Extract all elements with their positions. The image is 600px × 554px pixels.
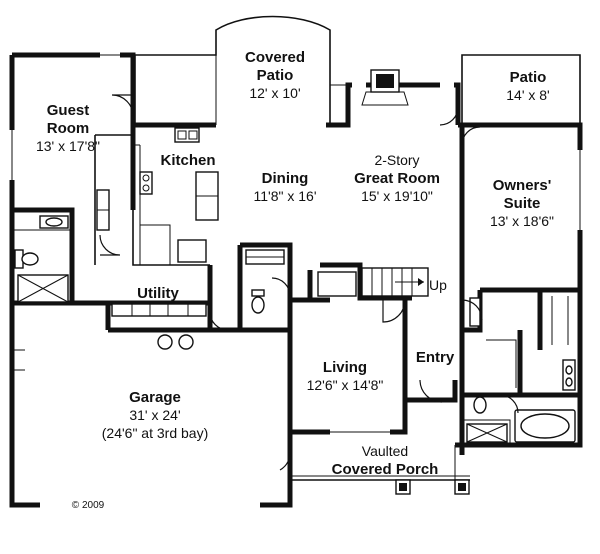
patio-size: 14' x 8' <box>506 87 549 103</box>
owners-bath-fixtures <box>466 296 576 443</box>
interior-walls <box>12 125 580 445</box>
powder-room-fixtures <box>245 249 285 314</box>
covered-porch-name-1: Vaulted <box>362 443 408 459</box>
copyright-text: © 2009 <box>72 500 105 511</box>
patio-outline <box>461 54 581 125</box>
garage-fixtures <box>12 334 194 371</box>
guest-room-name-2: Room <box>47 120 90 137</box>
kitchen-fixtures <box>133 127 219 265</box>
covered-porch-outline <box>290 445 470 495</box>
great-room-size: 15' x 19'10" <box>361 188 433 204</box>
living-size: 12'6" x 14'8" <box>307 377 384 393</box>
utility-fixtures <box>96 189 207 317</box>
garage-name: Garage <box>129 389 181 406</box>
fireplace-icon <box>361 69 409 106</box>
great-room-name-1: 2-Story <box>374 152 419 168</box>
stair-label: Up <box>429 277 447 293</box>
covered-patio-name-1: Covered <box>245 49 305 66</box>
door-swings <box>99 94 519 471</box>
dining-name: Dining <box>262 170 309 187</box>
owners-suite-size: 13' x 18'6" <box>490 213 554 229</box>
owners-suite-name-1: Owners' <box>493 177 552 194</box>
patio-name: Patio <box>510 69 547 86</box>
living-name: Living <box>323 359 367 376</box>
covered-porch-name-2: Covered Porch <box>332 461 439 478</box>
utility-name: Utility <box>137 285 179 302</box>
guest-bath-fixtures <box>14 215 69 303</box>
covered-patio-outline <box>134 15 348 125</box>
window-openings <box>9 52 583 508</box>
garage-size: 31' x 24' <box>129 407 180 423</box>
guest-room-size: 13' x 17'8" <box>36 138 100 154</box>
entry-name: Entry <box>416 349 455 366</box>
guest-room-name-1: Guest <box>47 102 90 119</box>
covered-patio-name-2: Patio <box>257 67 294 84</box>
garage-note: (24'6" at 3rd bay) <box>102 425 208 441</box>
great-room-name-2: Great Room <box>354 170 440 187</box>
dining-size: 11'8" x 16' <box>254 188 317 204</box>
stair-icon <box>317 267 429 297</box>
owners-suite-name-2: Suite <box>504 195 541 212</box>
room-labels: Covered Patio 12' x 10' Patio 14' x 8' G… <box>36 49 554 511</box>
kitchen-name: Kitchen <box>160 152 215 169</box>
covered-patio-size: 12' x 10' <box>249 85 300 101</box>
